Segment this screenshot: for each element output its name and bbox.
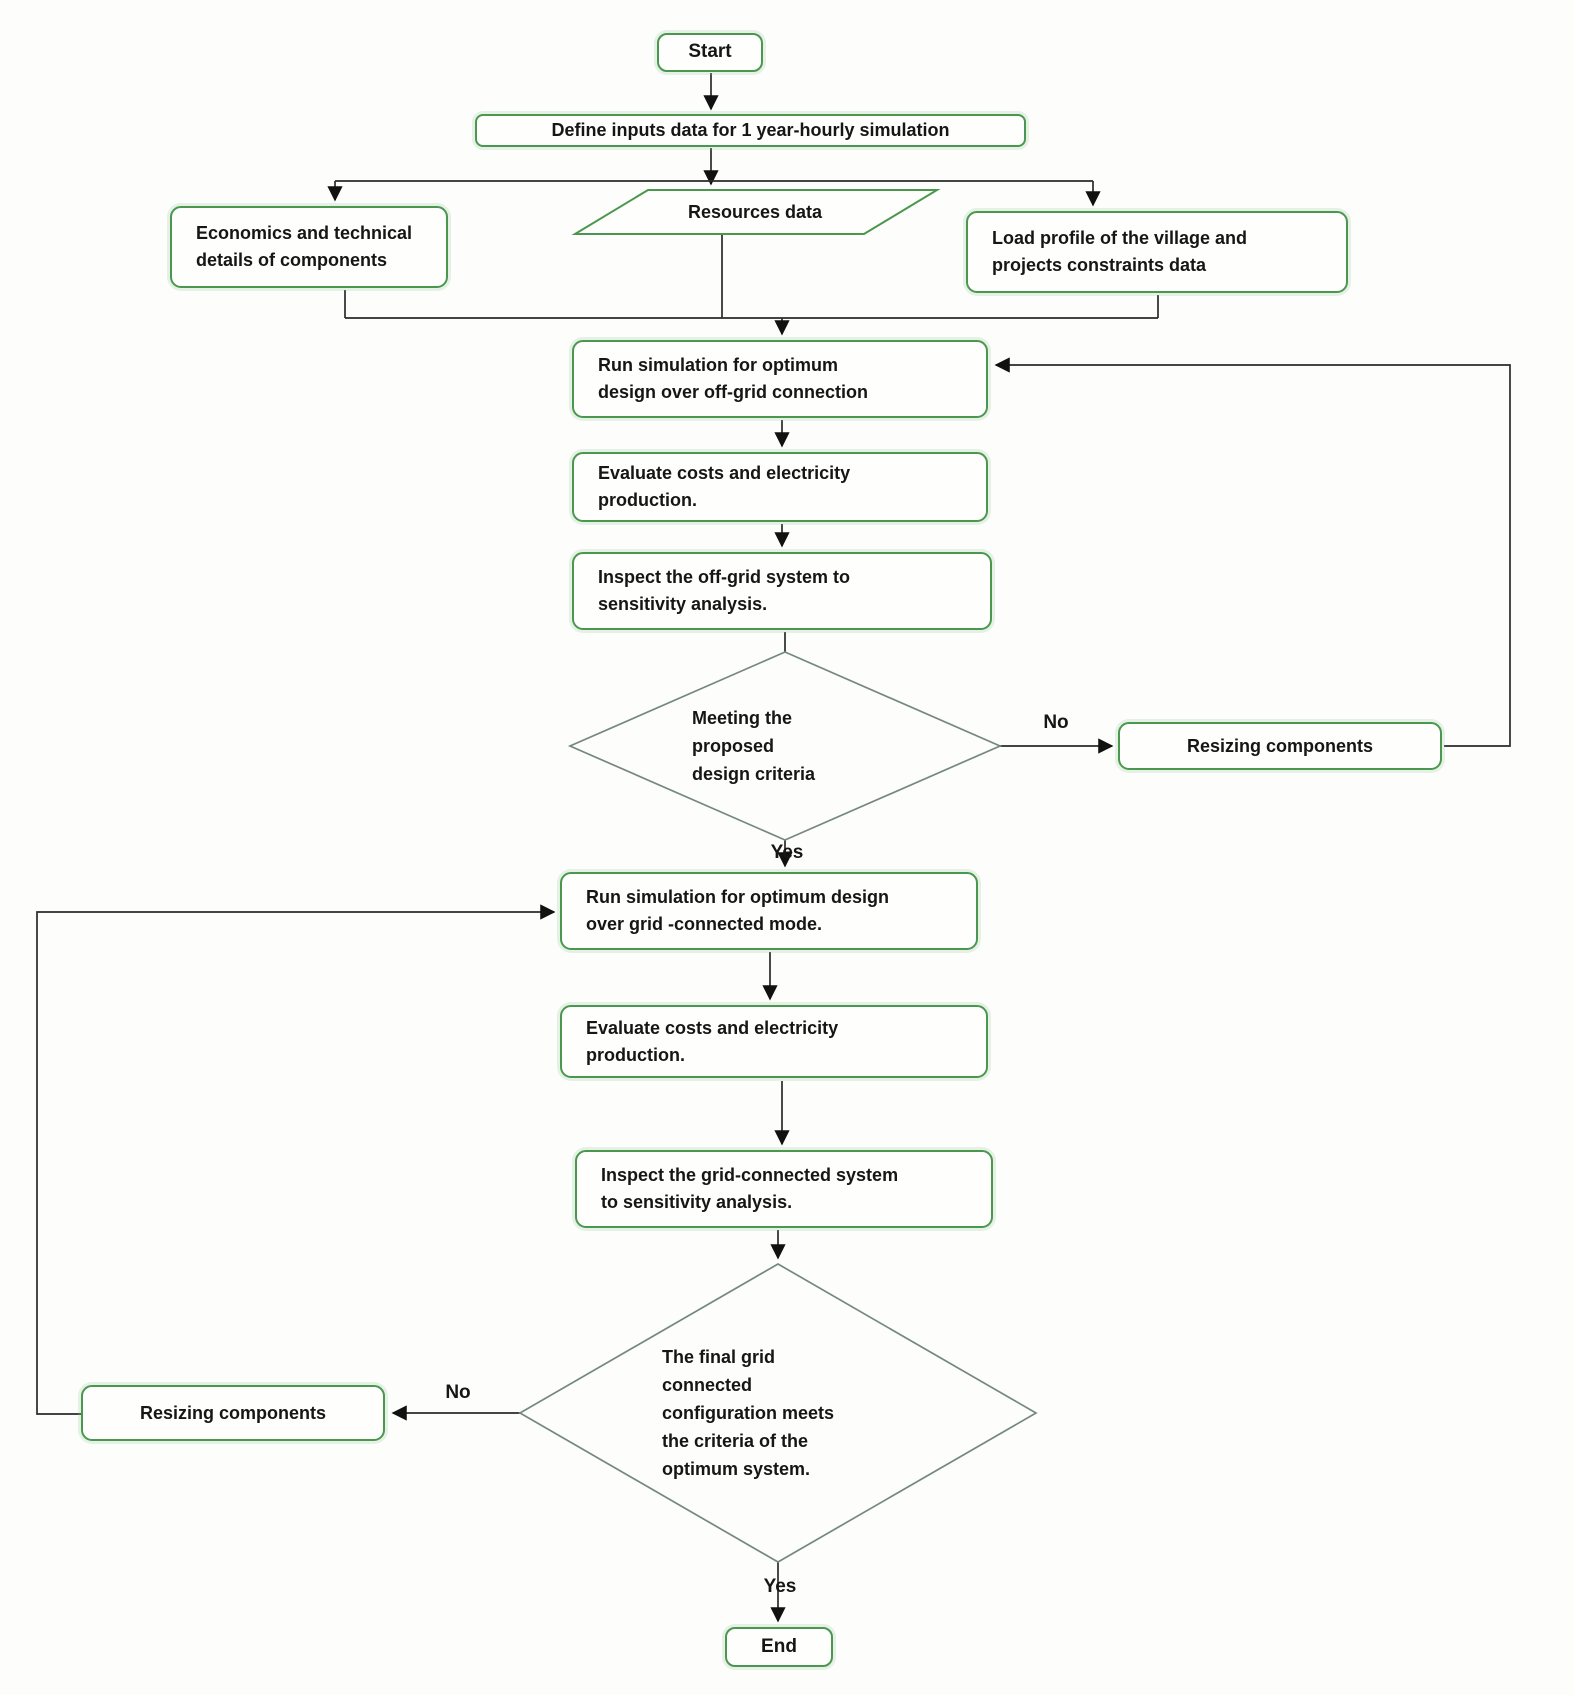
- decision-offgrid-diamond-shape: [567, 651, 1003, 841]
- edge-resizing-right-feedback: [994, 357, 1511, 747]
- node-economics-label: Economics and technical details of compo…: [196, 223, 413, 270]
- node-define-inputs-label: Define inputs data for 1 year-hourly sim…: [551, 120, 950, 140]
- edge-label-grid-no: No: [445, 1382, 471, 1403]
- node-economics: Economics and technical details of compo…: [170, 206, 448, 288]
- decision-offgrid-label: Meeting the proposed design criteria: [692, 708, 816, 784]
- node-resources-label: Resources data: [687, 202, 823, 222]
- node-load-profile-label: Load profile of the village and projects…: [992, 228, 1248, 275]
- node-end-label: End: [761, 1635, 797, 1657]
- node-resizing-grid-label: Resizing components: [139, 1402, 327, 1423]
- edge-label-offgrid-no: No: [1043, 712, 1069, 733]
- node-evaluate-offgrid: Evaluate costs and electricity productio…: [572, 452, 988, 522]
- node-load-profile: Load profile of the village and projects…: [966, 211, 1348, 293]
- node-inspect-offgrid: Inspect the off-grid system to sensitivi…: [572, 552, 992, 630]
- node-run-grid-label: Run simulation for optimum design over g…: [586, 887, 889, 934]
- node-inspect-offgrid-label: Inspect the off-grid system to sensitivi…: [598, 567, 851, 614]
- node-resizing-grid: Resizing components: [81, 1385, 385, 1441]
- node-inspect-grid-label: Inspect the grid-connected system to sen…: [601, 1165, 899, 1212]
- node-run-offgrid: Run simulation for optimum design over o…: [572, 340, 988, 418]
- node-run-offgrid-label: Run simulation for optimum design over o…: [598, 355, 869, 402]
- node-define-inputs: Define inputs data for 1 year-hourly sim…: [475, 114, 1026, 147]
- node-end: End: [725, 1627, 833, 1667]
- decision-grid-label: The final grid connected configuration m…: [662, 1347, 835, 1479]
- edge-label-offgrid-yes: Yes: [770, 842, 804, 863]
- node-inspect-grid: Inspect the grid-connected system to sen…: [575, 1150, 993, 1228]
- node-start-label: Start: [688, 41, 732, 63]
- edge-label-grid-yes: Yes: [763, 1576, 797, 1597]
- node-run-grid: Run simulation for optimum design over g…: [560, 872, 978, 950]
- node-resizing-offgrid-label: Resizing components: [1186, 735, 1374, 756]
- node-resizing-offgrid: Resizing components: [1118, 722, 1442, 770]
- node-evaluate-grid-label: Evaluate costs and electricity productio…: [586, 1017, 839, 1065]
- resources-parallelogram-shape: [571, 189, 941, 235]
- node-start: Start: [657, 33, 763, 72]
- node-evaluate-offgrid-label: Evaluate costs and electricity productio…: [598, 463, 851, 510]
- node-evaluate-grid: Evaluate costs and electricity productio…: [560, 1005, 988, 1078]
- decision-grid-diamond-shape: [518, 1263, 1038, 1563]
- edge-resizing-left-feedback: [36, 904, 556, 1415]
